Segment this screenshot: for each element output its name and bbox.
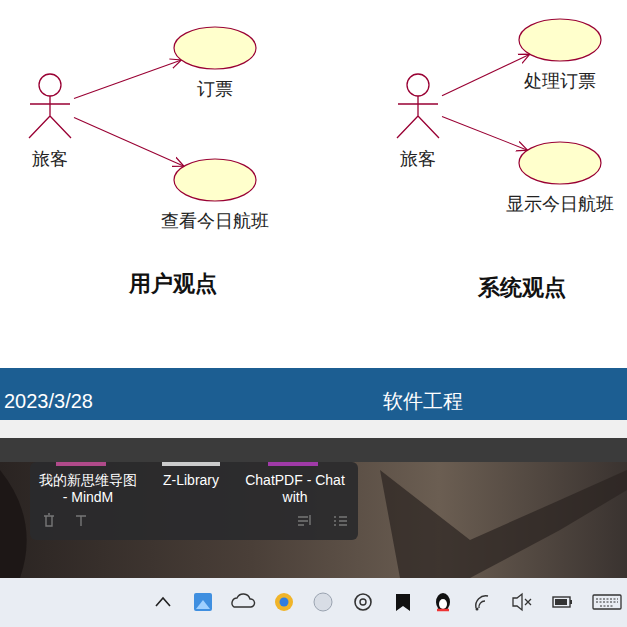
wallpaper-shape [0,470,27,578]
jump-list-panel [30,462,358,540]
use-case-ellipse [172,26,258,70]
actor-name: 旅客 [388,148,448,170]
use-case-ellipse [502,141,618,185]
jump-list-item: ChatPDF - Chat with [243,472,347,506]
association-arrow [442,116,528,150]
window-strip [0,420,627,438]
use-case-ellipse [157,158,273,202]
actor-symbol [20,72,80,142]
wallpaper-shape [380,470,627,578]
jump-list-item: Z-Library [139,472,243,489]
actor-symbol [388,72,448,142]
use-case-name: 处理订票 [517,70,603,92]
use-case: 查看今日航班 [157,158,273,232]
window-edge [0,438,627,462]
app-icon-edge [268,462,318,466]
actor-figure: 旅客 [20,72,80,170]
use-case: 订票 [172,26,258,100]
use-case-name: 查看今日航班 [157,210,273,232]
use-case-name: 订票 [172,78,258,100]
slide-footer-bar [0,368,627,420]
use-case: 处理订票 [517,18,603,92]
association-arrow [74,118,184,167]
slide-date: 2023/3/28 [4,389,93,413]
app-icon-edge [162,462,220,466]
use-case-ellipse [517,18,603,62]
taskbar [0,578,627,627]
use-case: 显示今日航班 [502,141,618,215]
panel-buttons [44,514,347,526]
app-icon-edge [56,462,106,466]
association-arrow [74,60,181,98]
view-title: 用户观点 [129,271,217,297]
actor-name: 旅客 [20,148,80,170]
actor-figure: 旅客 [388,72,448,170]
slide-course-name: 软件工程 [383,389,463,413]
taskbar-icons [156,593,621,611]
jump-list-item: 我的新思维导图 - MindM [36,472,140,506]
slide-area [0,0,627,368]
use-case-name: 显示今日航班 [502,193,618,215]
desktop-wallpaper [0,462,627,578]
association-arrow [442,54,530,95]
view-title: 系统观点 [478,275,566,301]
